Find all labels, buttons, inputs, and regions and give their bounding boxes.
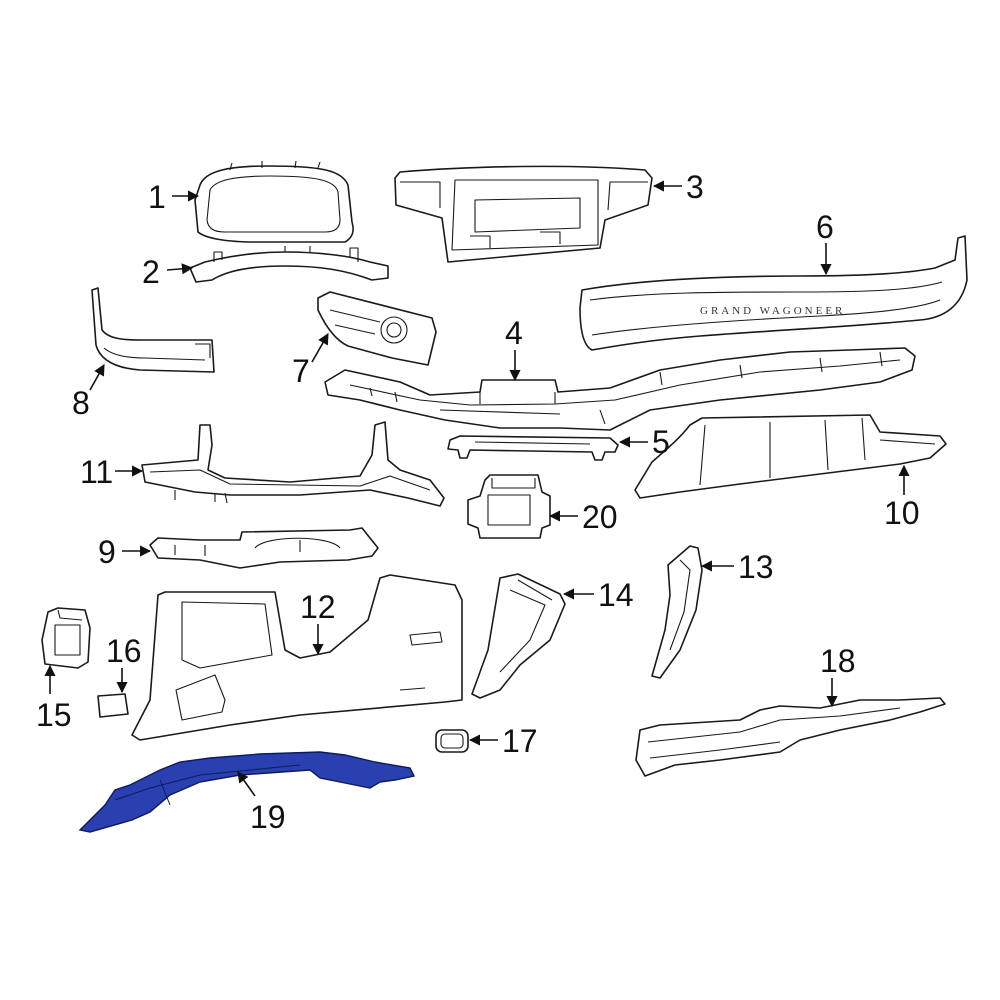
part-5-lower-bracket[interactable] (447, 435, 619, 461)
callout-labels: 1 2 3 4 5 6 7 8 9 10 11 12 13 14 15 16 1… (36, 169, 920, 835)
callout-15[interactable]: 15 (36, 697, 72, 733)
part-3-center-stack-bezel[interactable] (394, 165, 653, 263)
callout-13[interactable]: 13 (738, 549, 774, 585)
callout-3[interactable]: 3 (686, 169, 704, 205)
part-11-lower-dash-support[interactable] (141, 421, 445, 507)
callout-4[interactable]: 4 (505, 315, 523, 351)
part-1-cluster-bezel[interactable] (194, 160, 354, 243)
emblem-text: GRAND WAGONEER (700, 305, 845, 317)
leader-8 (89, 364, 105, 391)
callout-11[interactable]: 11 (80, 454, 113, 490)
part-13-pillar-trim[interactable] (651, 545, 703, 679)
part-16-small-cap[interactable] (97, 693, 129, 718)
part-10-right-lower-trim[interactable] (634, 414, 947, 499)
part-4-dash-bracket[interactable] (324, 347, 916, 431)
callout-16[interactable]: 16 (106, 633, 142, 669)
callout-7[interactable]: 7 (292, 353, 310, 389)
part-12-knee-bolster[interactable] (131, 574, 463, 741)
part-18-duct[interactable] (635, 697, 946, 777)
part-19-highlighted-duct[interactable] (78, 751, 416, 833)
callout-2[interactable]: 2 (142, 254, 160, 290)
leader-2 (166, 263, 194, 275)
callout-12[interactable]: 12 (300, 589, 336, 625)
part-20-module-bracket[interactable] (467, 474, 551, 539)
part-17-plug[interactable] (435, 729, 469, 753)
callout-14[interactable]: 14 (598, 577, 634, 613)
leader-19 (237, 771, 256, 797)
callout-9[interactable]: 9 (98, 534, 116, 570)
part-7-vent-bezel[interactable] (317, 291, 437, 366)
part-9-lower-reinforcement[interactable] (149, 527, 379, 569)
part-6-upper-dash-trim[interactable]: GRAND WAGONEER (579, 235, 968, 351)
part-2-cluster-bracket[interactable] (189, 246, 389, 283)
callout-6[interactable]: 6 (816, 209, 834, 245)
callout-5[interactable]: 5 (652, 424, 670, 460)
callout-17[interactable]: 17 (502, 723, 538, 759)
callout-20[interactable]: 20 (582, 499, 618, 535)
part-14-console-side-panel[interactable] (471, 573, 566, 699)
leader-lines (44, 180, 910, 797)
callout-8[interactable]: 8 (72, 385, 90, 421)
callout-10[interactable]: 10 (884, 495, 920, 531)
part-15-switch-module[interactable] (41, 607, 91, 669)
leader-7 (311, 333, 329, 363)
callout-19[interactable]: 19 (250, 799, 286, 835)
part-8-left-side-trim[interactable] (91, 287, 215, 373)
callout-1[interactable]: 1 (148, 179, 166, 215)
callout-18[interactable]: 18 (820, 643, 856, 679)
